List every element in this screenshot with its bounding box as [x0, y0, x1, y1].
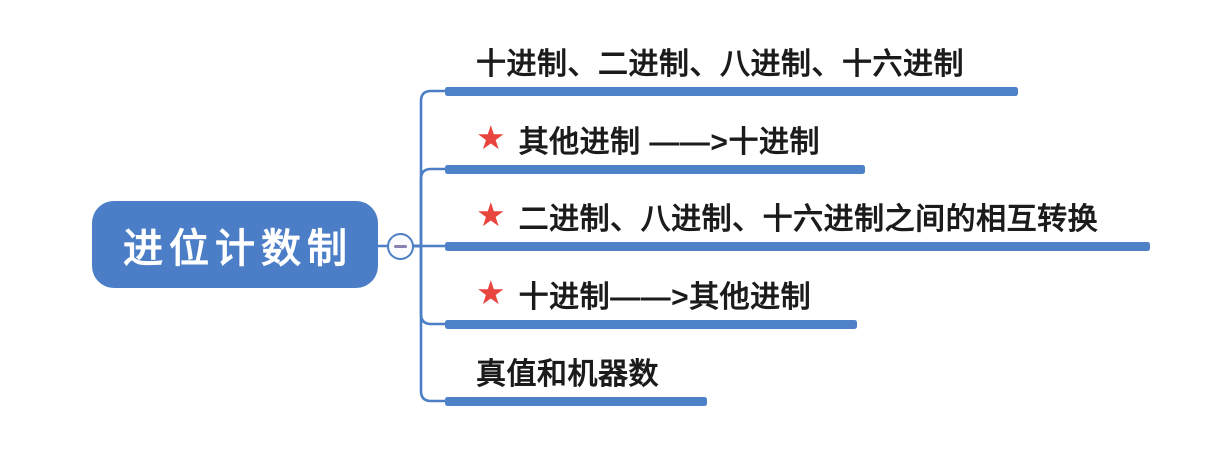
branch-topic[interactable]: ★ 十进制——>其他进制 — [445, 274, 857, 329]
branch-label-row: ★ 其他进制 ——>十进制 — [445, 119, 865, 159]
branch-topic-label: 二进制、八进制、十六进制之间的相互转换 — [518, 202, 1099, 236]
minus-icon — [394, 244, 407, 249]
branch-label-row: ★ 十进制——>其他进制 — [445, 274, 857, 314]
branch-underline — [445, 241, 1150, 251]
branch-underline — [445, 164, 865, 174]
branch-topic[interactable]: 真值和机器数 — [445, 351, 707, 406]
branch-underline — [445, 319, 857, 329]
root-topic[interactable]: 进位计数制 — [92, 201, 378, 288]
root-topic-label: 进位计数制 — [123, 226, 353, 271]
branch-label-row: ★ 二进制、八进制、十六进制之间的相互转换 — [445, 196, 1150, 236]
branch-topic-label: 其他进制 ——>十进制 — [518, 125, 820, 159]
branch-topic[interactable]: ★ 二进制、八进制、十六进制之间的相互转换 — [445, 196, 1150, 251]
branch-topic[interactable]: 十进制、二进制、八进制、十六进制 — [445, 41, 1018, 96]
branch-underline — [445, 86, 1018, 96]
branch-topic-label: 十进制、二进制、八进制、十六进制 — [476, 47, 964, 81]
star-icon: ★ — [476, 274, 506, 311]
branch-topic[interactable]: ★ 其他进制 ——>十进制 — [445, 119, 865, 174]
branch-label-row: 十进制、二进制、八进制、十六进制 — [445, 41, 1018, 81]
branch-topic-label: 十进制——>其他进制 — [518, 280, 812, 314]
branch-label-row: 真值和机器数 — [445, 351, 707, 391]
collapse-button[interactable] — [387, 233, 414, 260]
star-icon: ★ — [476, 119, 506, 156]
star-icon: ★ — [476, 196, 506, 233]
branch-topic-label: 真值和机器数 — [476, 357, 659, 391]
branch-underline — [445, 396, 707, 406]
